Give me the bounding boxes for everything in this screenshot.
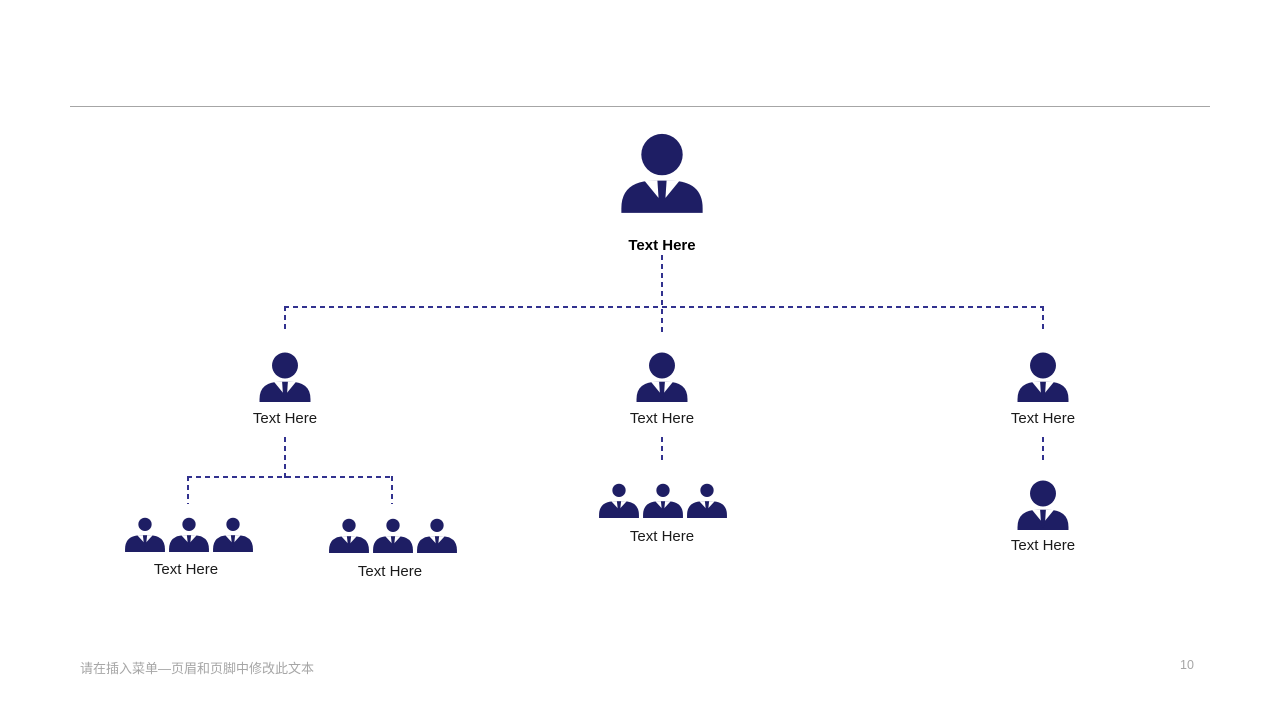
org-root-label[interactable]: Text Here [628,237,696,254]
connector-main-horizontal [284,306,1044,308]
footer-placeholder-text: 请在插入菜单—页眉和页脚中修改此文本 [80,661,315,676]
person-icon [168,517,210,552]
org-team-3-label[interactable]: Text Here [629,528,695,545]
person-icon [598,483,640,518]
person-icon[interactable] [1014,352,1072,402]
connector-drop-team-1 [187,476,189,504]
person-icon[interactable] [633,352,691,402]
connector-drop-team-2 [391,476,393,504]
connector-root-vertical [661,255,663,332]
org-team-4-label[interactable]: Text Here [1010,537,1076,554]
people-group-icon[interactable] [328,518,458,553]
people-group-icon[interactable] [598,483,728,518]
person-icon[interactable] [1014,480,1072,530]
org-manager-2-label[interactable]: Text Here [629,410,695,427]
person-icon [686,483,728,518]
person-icon [642,483,684,518]
person-icon [328,518,370,553]
person-icon [212,517,254,552]
connector-manager-3-vertical [1042,437,1044,463]
connector-sub-horizontal [187,476,393,478]
org-manager-1-label[interactable]: Text Here [252,410,318,427]
person-icon[interactable] [616,133,708,213]
connector-manager-2-vertical [661,437,663,463]
people-group-icon[interactable] [124,517,254,552]
person-icon [372,518,414,553]
person-icon [416,518,458,553]
org-team-2-label[interactable]: Text Here [357,563,423,580]
header-divider [70,106,1210,107]
person-icon [124,517,166,552]
connector-manager-1-vertical [284,437,286,478]
org-manager-3-label[interactable]: Text Here [1010,410,1076,427]
person-icon[interactable] [256,352,314,402]
org-team-1-label[interactable]: Text Here [153,561,219,578]
page-number: 10 [1180,658,1194,672]
connector-drop-manager-1 [284,306,286,332]
connector-drop-manager-3 [1042,306,1044,332]
